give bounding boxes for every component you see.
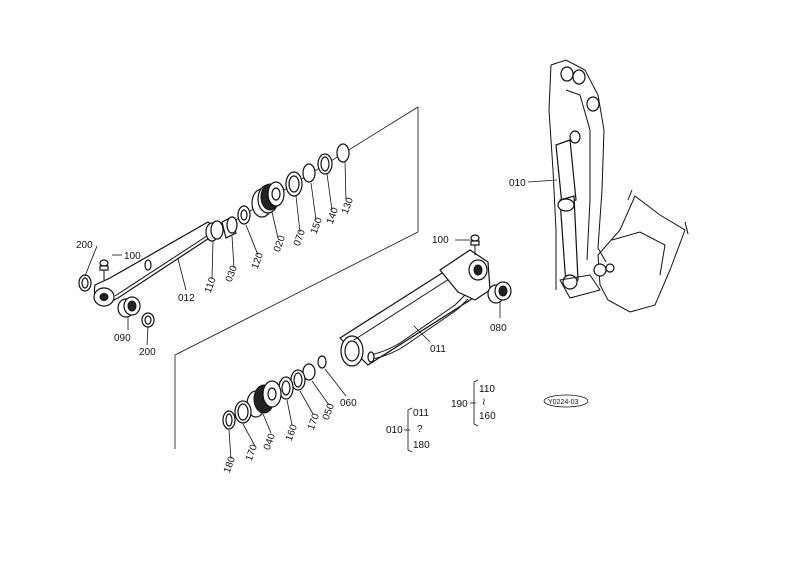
label-060: 060 bbox=[340, 398, 357, 409]
label-040: 040 bbox=[262, 432, 278, 452]
grease-nipple-100-b bbox=[470, 234, 480, 255]
label-011: 011 bbox=[430, 344, 446, 355]
legend-labels: 010 011 ? 180 190 110 ≀ 160 Y0224-03 bbox=[386, 384, 578, 451]
legend1-main: 010 bbox=[386, 425, 403, 436]
label-030: 030 bbox=[224, 264, 240, 284]
nut-110 bbox=[205, 220, 224, 242]
reference-code: Y0224-03 bbox=[548, 399, 578, 406]
legend1-top: 011 bbox=[413, 408, 429, 419]
label-070: 070 bbox=[292, 228, 308, 248]
ring-170-b bbox=[234, 400, 252, 424]
piston-rod-012 bbox=[93, 221, 222, 307]
label-012: 012 bbox=[178, 293, 195, 304]
ring-140 bbox=[317, 153, 333, 175]
ring-120 bbox=[237, 205, 251, 225]
label-200-a: 200 bbox=[76, 240, 93, 251]
ring-150 bbox=[302, 163, 316, 183]
label-170-b: 170 bbox=[244, 443, 260, 463]
upper-frame bbox=[112, 106, 419, 449]
bushing-090 bbox=[117, 296, 141, 318]
legend2-main: 190 bbox=[451, 399, 468, 410]
piston-020 bbox=[251, 181, 285, 218]
dust-seal-200-a bbox=[78, 274, 92, 292]
label-130: 130 bbox=[340, 196, 356, 216]
label-100-a: 100 bbox=[124, 251, 141, 262]
label-140: 140 bbox=[325, 206, 341, 226]
legend1-bot: 180 bbox=[413, 440, 430, 451]
label-170-a: 170 bbox=[306, 412, 322, 432]
label-120: 120 bbox=[250, 251, 266, 271]
label-160: 160 bbox=[284, 423, 300, 443]
grease-nipple-100-a bbox=[99, 259, 109, 280]
label-010-arm: 010 bbox=[509, 178, 526, 189]
legend2-bot: 160 bbox=[479, 411, 496, 422]
gland-040 bbox=[246, 380, 282, 418]
arm-cylinder-010 bbox=[555, 139, 579, 290]
upper-leader-lines bbox=[84, 161, 347, 346]
ring-060 bbox=[317, 355, 327, 369]
label-180: 180 bbox=[222, 455, 238, 475]
label-090: 090 bbox=[114, 333, 131, 344]
part-labels: 010 100 200 012 110 030 120 020 070 150 … bbox=[76, 178, 526, 475]
bushing-080 bbox=[487, 281, 512, 304]
ring-180 bbox=[222, 410, 236, 430]
legend2-top: 110 bbox=[479, 384, 495, 395]
arm-leader bbox=[527, 179, 558, 183]
hose-pipe bbox=[367, 294, 469, 363]
label-050: 050 bbox=[321, 402, 337, 422]
legend-brackets bbox=[404, 379, 589, 453]
ring-070 bbox=[285, 171, 303, 197]
label-100-b: 100 bbox=[432, 235, 449, 246]
ring-170-a bbox=[290, 369, 306, 391]
label-200-b: 200 bbox=[139, 347, 156, 358]
collar-030 bbox=[221, 216, 238, 239]
legend2-mid: ≀ bbox=[482, 397, 486, 408]
dust-seal-200-b bbox=[141, 312, 155, 328]
backhoe-arm-outline bbox=[548, 59, 607, 290]
legend1-mid: ? bbox=[417, 424, 423, 435]
ring-130 bbox=[336, 143, 350, 163]
label-020-top: 020 bbox=[272, 234, 288, 254]
label-080: 080 bbox=[490, 323, 507, 334]
bucket bbox=[559, 189, 689, 313]
label-110: 110 bbox=[203, 275, 219, 294]
ring-160 bbox=[278, 376, 294, 400]
lower-leader-lines bbox=[228, 239, 501, 460]
label-150: 150 bbox=[309, 216, 325, 236]
